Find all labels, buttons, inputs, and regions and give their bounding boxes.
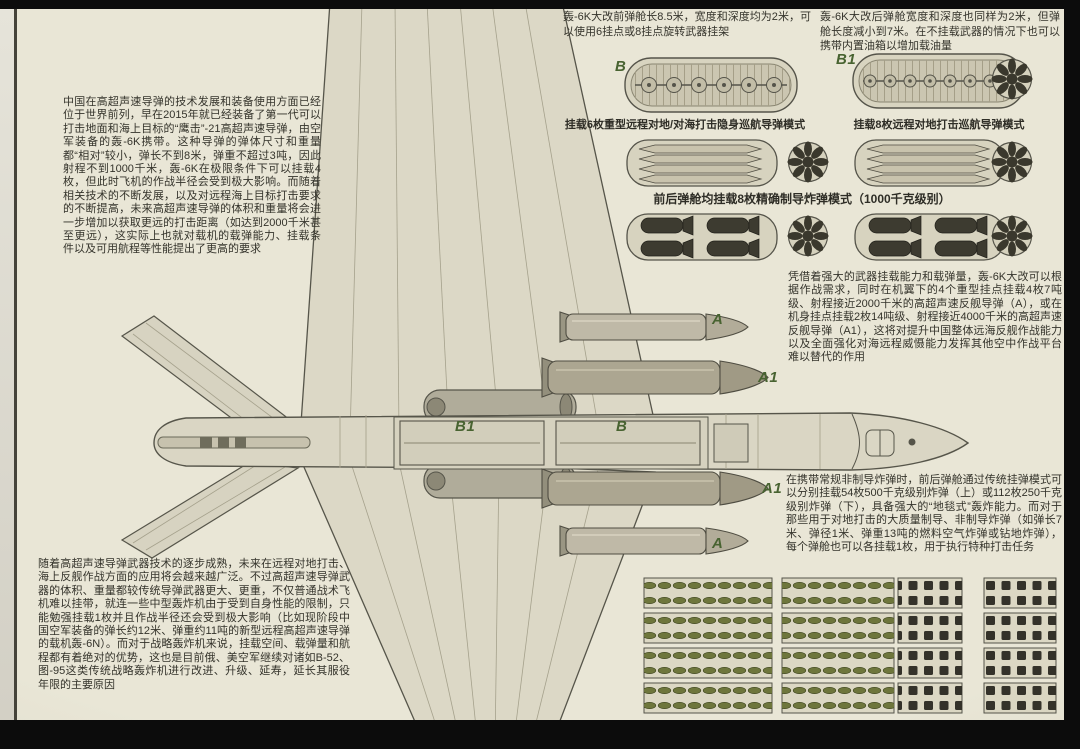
heavy-bomb-bay-diagram-front <box>626 213 778 261</box>
rotary-launcher-end-view-icon <box>778 206 838 266</box>
label-wing-missile-bottom: A <box>712 535 724 552</box>
guided-bomb-bay-diagram-rear <box>854 139 1006 187</box>
caption-cruise8-mode: 挂载8枚远程对地打击巡航导弹模式 <box>853 119 1025 131</box>
tail-glazing-windows <box>200 437 246 448</box>
fuselage-frame-lines <box>339 414 821 469</box>
stabilizer-rib-lines <box>132 322 286 551</box>
stabilizer-upper <box>120 315 300 433</box>
caption-pgm-mode: 前后弹舱均挂载8枚精确制导炸弹模式（1000千克级别） <box>653 192 951 206</box>
page-left-edge <box>0 0 17 749</box>
paragraph-conventional-bombs: 在携带常规非制导炸弹时，前后弹舱通过传统挂弹模式可以分别挂载54枚500千克级别… <box>786 474 1062 554</box>
bomb-loadout-row <box>643 577 1057 609</box>
heavy-bomb-bay-diagram-rear <box>854 213 1006 261</box>
conventional-bomb-loadout-grids <box>643 577 1057 714</box>
nose-sensor <box>908 438 916 446</box>
label-body-missile-top: A1 <box>758 369 779 386</box>
label-rear-bay-diagram: B1 <box>836 51 857 68</box>
paragraph-strategic-bombers: 随着高超声速导弹武器技术的逐步成熟，未来在远程对地打击、海上反舰作战方面的应用将… <box>38 558 350 691</box>
tail-fin-top-view <box>157 436 311 449</box>
cockpit-detail <box>851 413 895 470</box>
missile-body-upper <box>541 357 769 398</box>
wing-rib-lines <box>349 1 599 748</box>
label-front-bay-fuselage: B <box>616 418 628 435</box>
bomb-loadout-row <box>643 682 1057 714</box>
label-wing-missile-top: A <box>712 311 724 328</box>
label-rear-bay-fuselage: B1 <box>455 418 476 435</box>
letterbox-bottom <box>0 720 1080 749</box>
note-front-bay: 轰-6K大改前弹舱长8.5米，宽度和深度均为2米，可以使用6挂点或8挂点旋转武器… <box>563 11 811 38</box>
note-rear-bay: 轰-6K大改后弹舱宽度和深度也同样为2米，但弹舱长度减小到7米。在不挂载武器的情… <box>820 11 1060 53</box>
paragraph-hypersonic-development: 中国在高超声速导弹的技术发展和装备使用方面已经位于世界前列，早在2015年就已经… <box>63 96 321 256</box>
label-front-bay-diagram: B <box>615 58 627 75</box>
paragraph-payload-capability: 凭借着强大的武器挂载能力和载弹量，轰-6K大改可以根据作战需求，同时在机翼下的4… <box>788 271 1062 364</box>
equipment-hatch <box>713 423 749 463</box>
missile-wing-upper <box>559 311 749 343</box>
letterbox-top <box>0 0 1080 9</box>
letterbox-right <box>1064 0 1080 749</box>
missile-wing-lower <box>559 525 749 557</box>
label-body-missile-bottom: A1 <box>762 480 783 497</box>
guided-bomb-bay-diagram-front <box>626 139 778 187</box>
caption-cruise6-mode: 挂载6枚重型远程对地/对海打击隐身巡航导弹模式 <box>564 119 806 131</box>
missile-body-lower <box>541 468 769 509</box>
bomb-loadout-row <box>643 612 1057 644</box>
stabilizer-lower <box>120 461 300 559</box>
rotary-launcher-end-view-icon <box>778 132 838 192</box>
front-bay-launcher-diagram <box>624 57 798 113</box>
bomb-loadout-row <box>643 647 1057 679</box>
weapon-bay-diagrams <box>624 49 1042 266</box>
